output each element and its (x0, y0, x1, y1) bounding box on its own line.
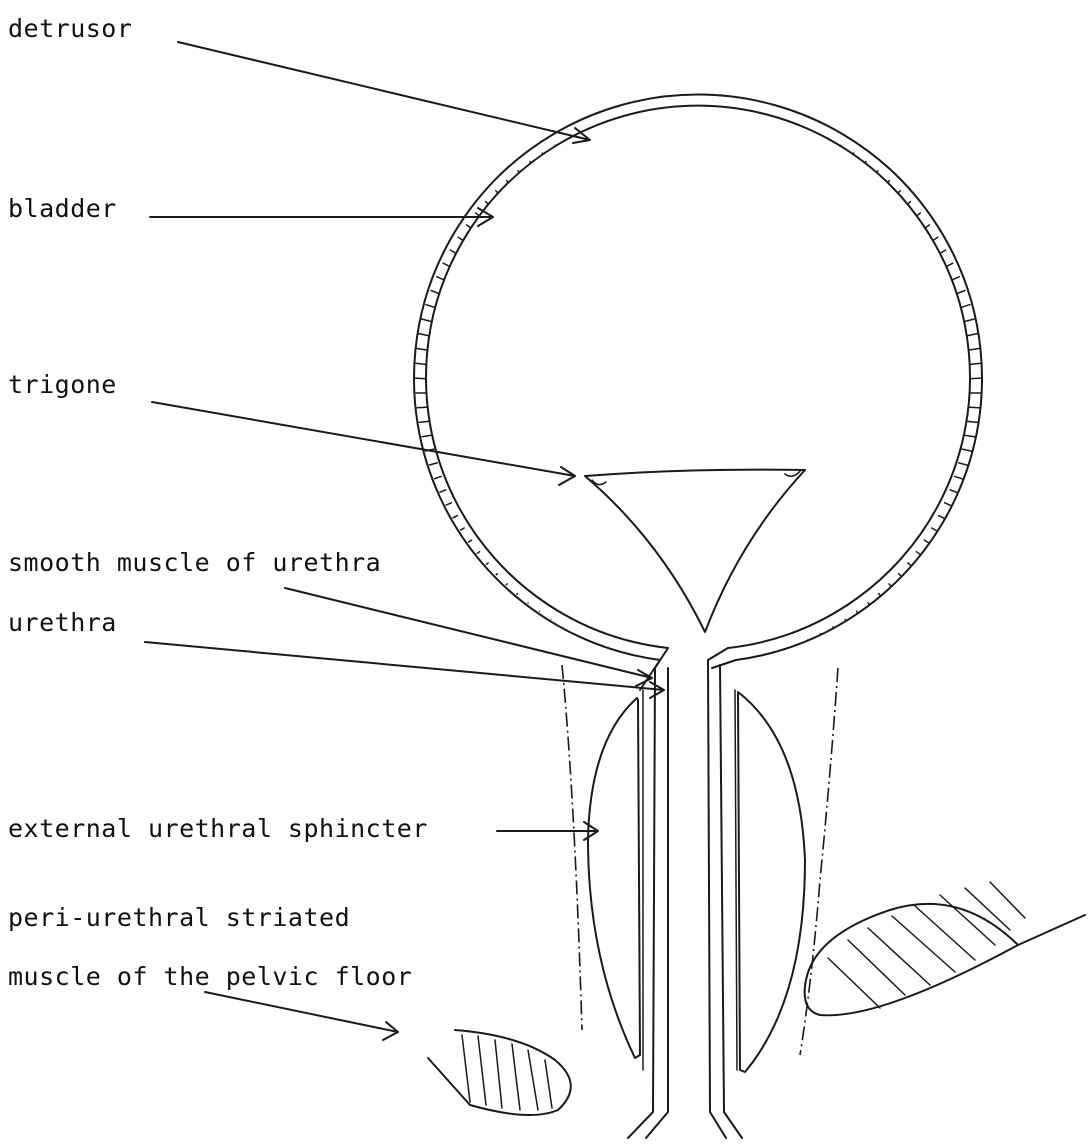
bladder-outer-wall (414, 95, 982, 660)
arrow-pelvic-floor (205, 992, 398, 1040)
urethra-tube (628, 660, 742, 1138)
arrow-external-sphincter (497, 822, 598, 840)
trigone-shape (585, 470, 805, 632)
bladder-wall (412, 95, 984, 690)
leader-lines (145, 42, 664, 1040)
arrow-detrusor (178, 42, 590, 143)
detrusor-hatching (412, 107, 984, 679)
arrow-trigone (152, 402, 575, 485)
bladder-inner-wall (426, 106, 970, 648)
arrow-bladder (150, 208, 493, 226)
arrow-urethra (145, 642, 664, 698)
pelvic-floor-muscle (428, 882, 1085, 1115)
external-sphincter (562, 665, 838, 1072)
